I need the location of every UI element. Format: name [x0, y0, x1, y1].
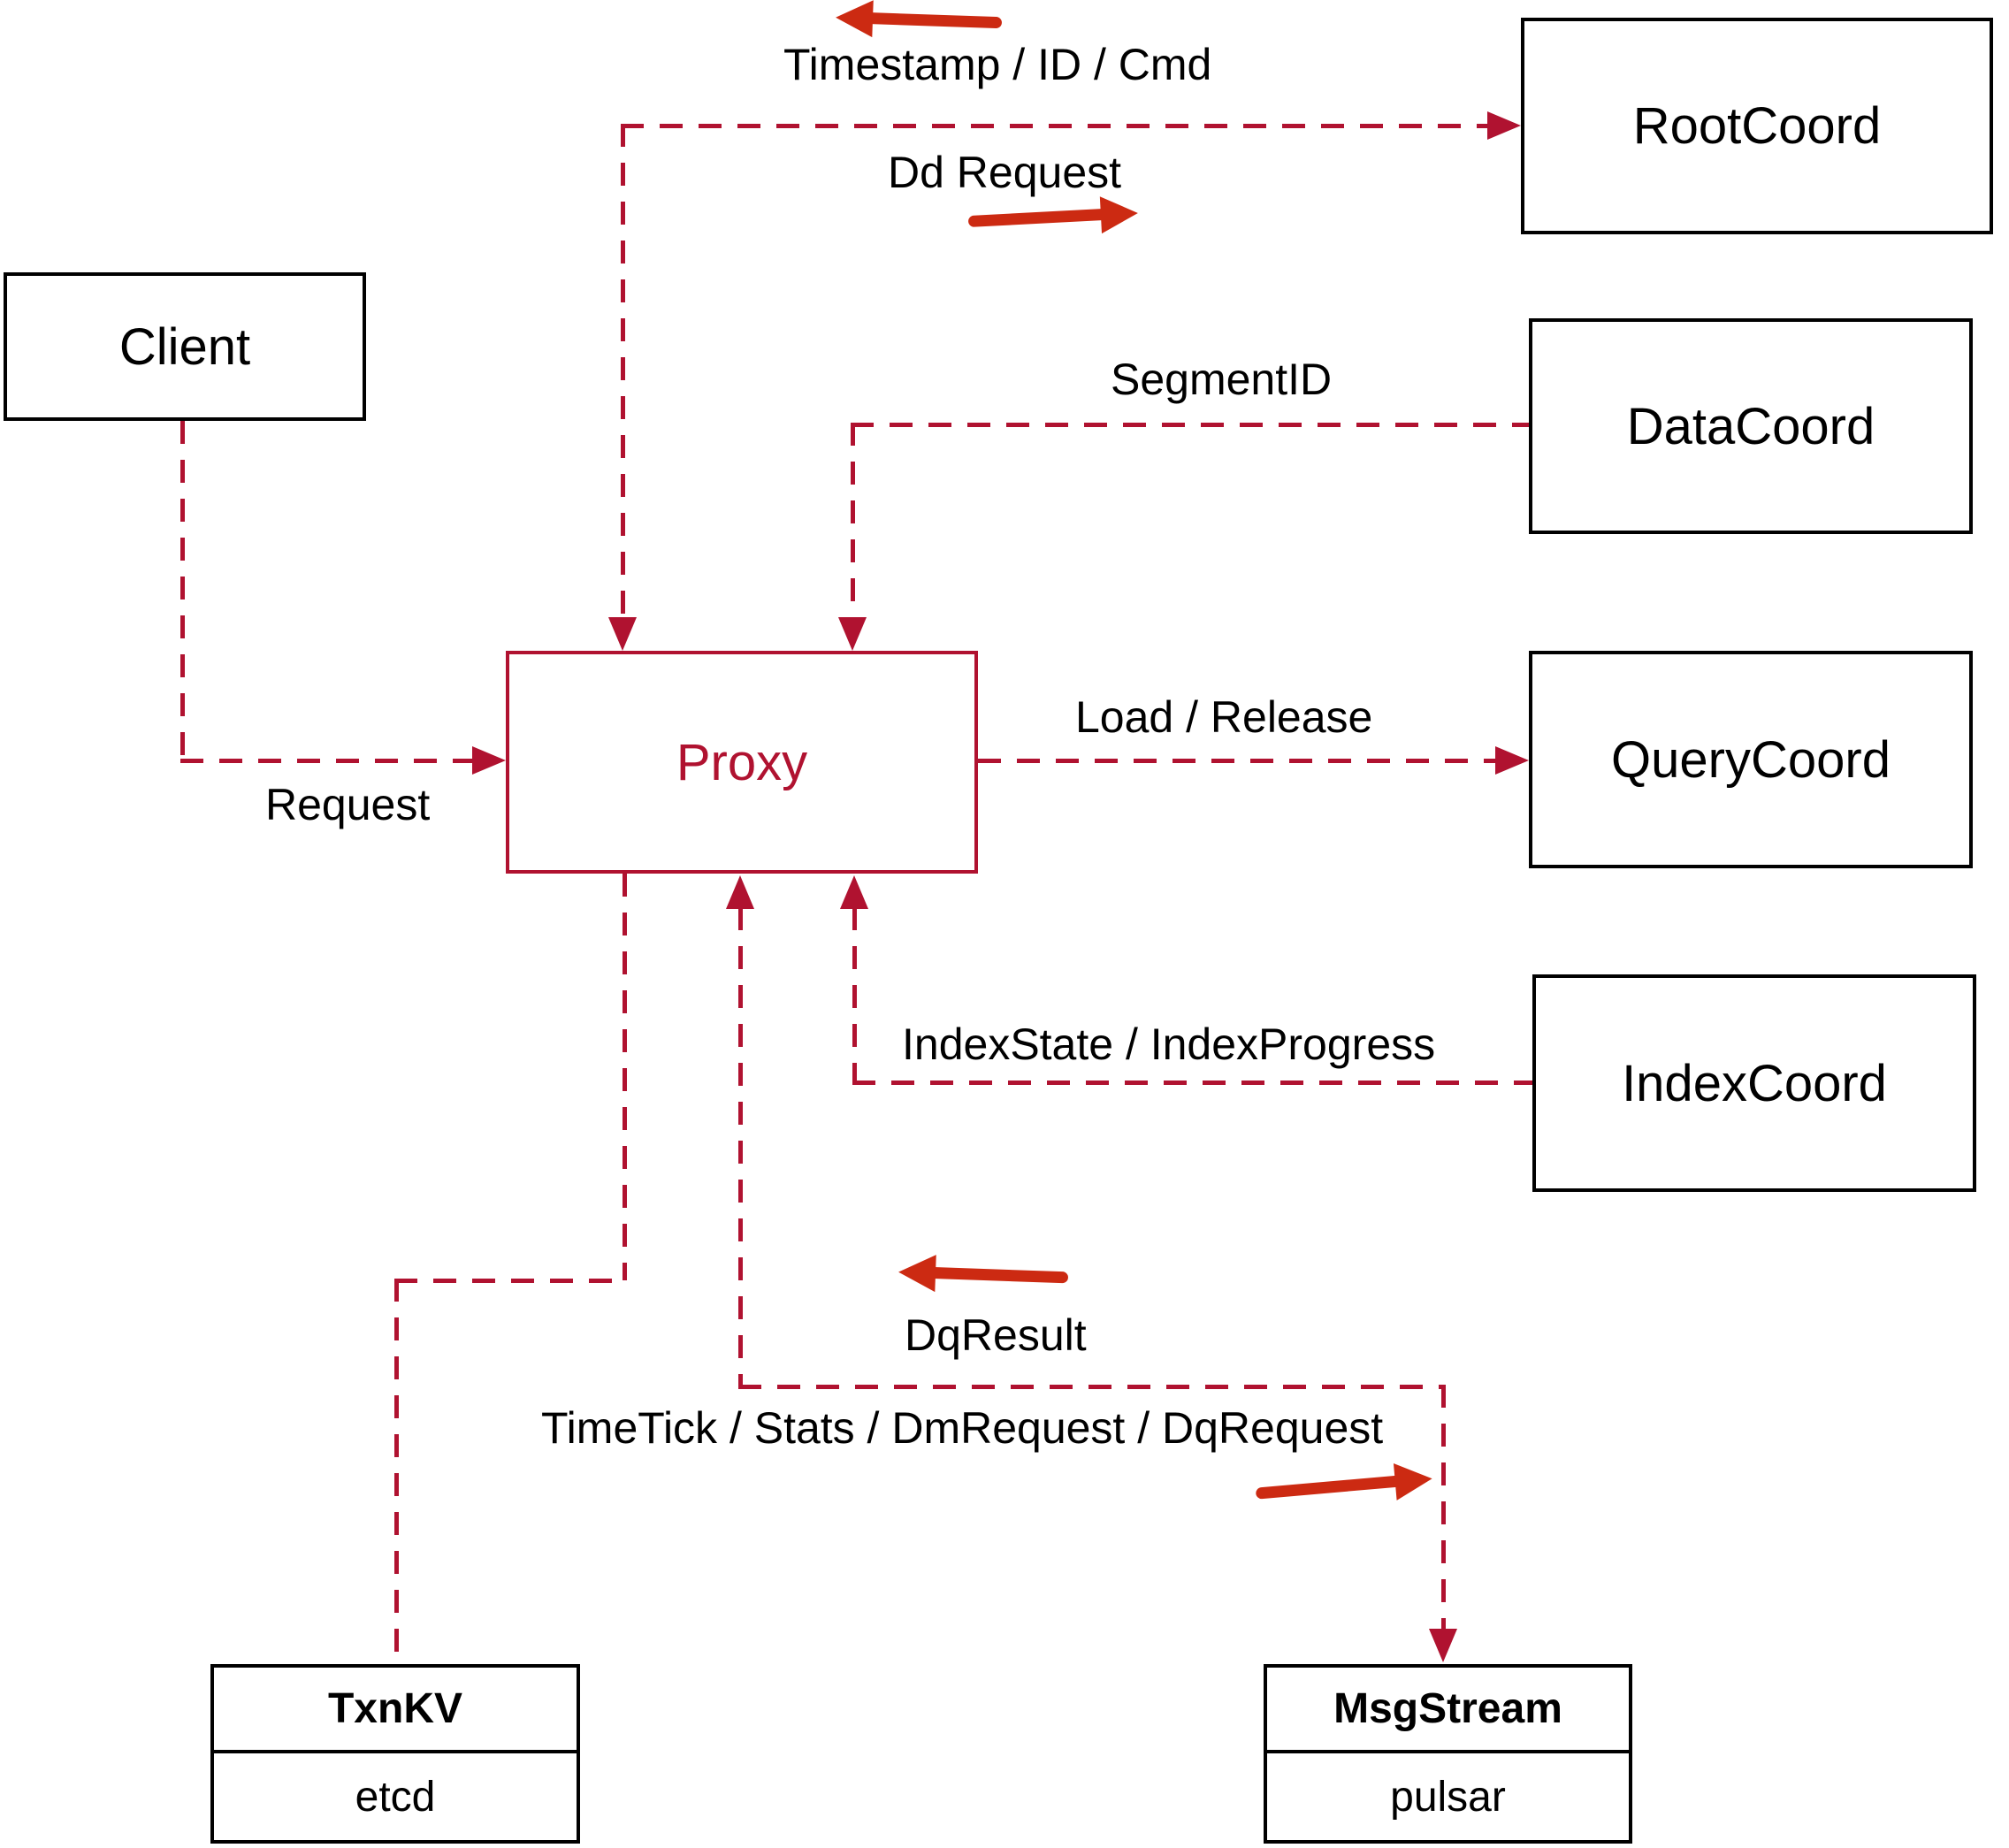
edge-client-proxy-vertical: [180, 421, 185, 762]
dqresult-direction-left-arrow-icon: [898, 1253, 1069, 1298]
node-proxy-label: Proxy: [676, 733, 808, 791]
edge-indexcoord-proxy-arrowhead: [840, 875, 868, 909]
node-msgstream: MsgStream pulsar: [1264, 1664, 1632, 1844]
edge-proxy-msgstream-vertical-right: [1441, 1385, 1446, 1630]
timetick-direction-right-arrow-icon: [1254, 1458, 1434, 1514]
arrow-bar: [1255, 1474, 1407, 1500]
node-msgstream-title: MsgStream: [1267, 1668, 1629, 1753]
node-txnkv: TxnKV etcd: [210, 1664, 580, 1844]
edge-proxy-rootcoord-arrowhead: [1487, 111, 1521, 140]
edge-proxy-txnkv-vertical-lower: [394, 1279, 399, 1664]
edge-proxy-msgstream-horizontal: [738, 1385, 1445, 1389]
edge-label-request: Request: [265, 780, 431, 829]
node-indexcoord: IndexCoord: [1532, 974, 1976, 1192]
arrow-head: [1393, 1460, 1434, 1501]
arrow-bar: [967, 208, 1112, 228]
edge-proxy-msgstream-vertical-left: [738, 907, 743, 1386]
edge-client-proxy-horizontal: [180, 759, 474, 763]
edge-datacoord-proxy-vertical: [851, 423, 855, 619]
node-msgstream-impl: pulsar: [1390, 1773, 1506, 1821]
edge-proxy-msgstream-arrowhead: [1429, 1629, 1457, 1662]
edge-label-indexstate-indexprogress: IndexState / IndexProgress: [902, 1019, 1436, 1069]
edge-datacoord-proxy-horizontal: [851, 423, 1529, 427]
node-datacoord-label: DataCoord: [1626, 397, 1875, 455]
edge-proxy-rootcoord-horizontal: [621, 124, 1489, 128]
timestamp-direction-left-arrow-icon: [835, 0, 1003, 42]
edge-proxy-querycoord-arrowhead: [1495, 746, 1529, 775]
node-querycoord-label: QueryCoord: [1611, 730, 1891, 789]
node-rootcoord: RootCoord: [1521, 18, 1993, 234]
node-txnkv-impl: etcd: [355, 1773, 436, 1821]
dd-request-direction-right-arrow-icon: [967, 194, 1139, 241]
edge-label-dqresult: DqResult: [905, 1310, 1087, 1360]
arrow-bar: [861, 11, 1003, 29]
edge-proxy-txnkv-vertical-upper: [623, 874, 627, 1280]
edge-proxy-txnkv-horizontal: [394, 1279, 624, 1283]
edge-label-load-release: Load / Release: [1075, 692, 1373, 742]
edge-label-dd-request: Dd Request: [888, 148, 1122, 197]
edge-indexcoord-proxy-vertical: [852, 907, 857, 1081]
node-txnkv-title: TxnKV: [214, 1668, 577, 1753]
node-proxy: Proxy: [506, 651, 978, 874]
edge-datacoord-proxy-arrowhead: [838, 617, 867, 651]
edge-rootcoord-proxy-arrowhead: [608, 617, 637, 651]
node-client: Client: [4, 272, 366, 421]
node-indexcoord-label: IndexCoord: [1622, 1054, 1887, 1112]
arrow-head: [835, 0, 874, 38]
edge-label-timetick-stats-dmrequest-dqrequest: TimeTick / Stats / DmRequest / DqRequest: [541, 1403, 1384, 1453]
arrow-bar: [924, 1266, 1069, 1284]
edge-label-timestamp-id-cmd: Timestamp / ID / Cmd: [783, 40, 1212, 89]
edge-indexcoord-proxy-horizontal: [852, 1081, 1532, 1085]
edge-client-proxy-arrowhead: [472, 746, 506, 775]
node-datacoord: DataCoord: [1529, 318, 1973, 534]
edge-msgstream-proxy-arrowhead: [726, 875, 754, 909]
node-querycoord: QueryCoord: [1529, 651, 1973, 868]
edge-proxy-querycoord-horizontal: [978, 759, 1497, 763]
node-client-label: Client: [118, 317, 251, 376]
edge-proxy-rootcoord-vertical: [621, 124, 625, 619]
edge-label-segmentid: SegmentID: [1111, 355, 1333, 404]
arrow-head: [1099, 195, 1139, 234]
arrow-head: [898, 1253, 936, 1293]
node-rootcoord-label: RootCoord: [1632, 97, 1882, 155]
